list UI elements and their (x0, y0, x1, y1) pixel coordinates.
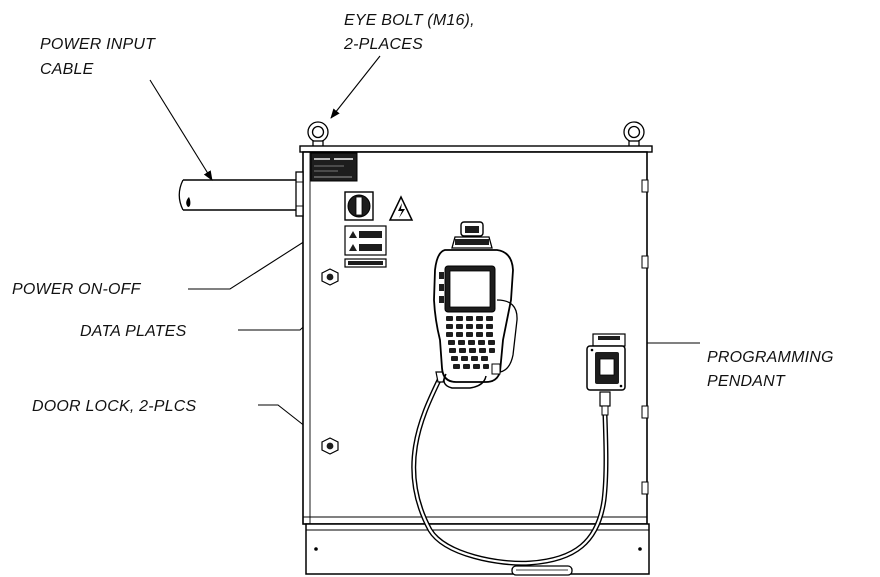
leader-power-input-cable (149, 79, 213, 181)
door-lock-lower (321, 437, 339, 455)
door-lock-upper (321, 268, 339, 286)
pendant-keypad (446, 316, 495, 369)
power-switch (344, 191, 374, 221)
leader-power-on-off (188, 219, 339, 290)
eye-bolt-left (307, 121, 329, 148)
data-plates (344, 225, 387, 268)
leader-eye-bolt (330, 55, 381, 119)
cabinet (299, 145, 653, 575)
label-power-input-cable: POWER INPUT CABLE (40, 36, 160, 78)
eye-bolt-right (623, 121, 645, 148)
high-voltage-warning-icon (388, 195, 414, 221)
label-eye-bolt-line1: EYE BOLT (M16), (344, 12, 475, 29)
label-programming-pendant-line1: PROGRAMMING (707, 349, 834, 366)
label-eye-bolt-line2: 2-PLACES (343, 36, 423, 53)
label-door-lock: DOOR LOCK, 2-PLCS (32, 398, 196, 415)
cable-gland (295, 171, 304, 217)
pendant-holder (586, 333, 626, 416)
cabinet-base (305, 523, 650, 575)
programming-pendant (433, 221, 518, 389)
label-power-input-cable-line2: CABLE (40, 61, 94, 78)
cabinet-top-cap (299, 145, 653, 153)
label-power-on-off: POWER ON-OFF (12, 281, 142, 298)
label-programming-pendant-line2: PENDANT (707, 373, 786, 390)
power-input-cable (178, 171, 304, 217)
door-hinges (641, 179, 649, 495)
top-data-plate (310, 152, 358, 182)
label-power-input-cable-line1: POWER INPUT (40, 36, 156, 53)
label-programming-pendant: PROGRAMMING PENDANT (707, 349, 838, 390)
cable-coil (511, 565, 573, 576)
label-data-plates: DATA PLATES (80, 323, 187, 340)
label-eye-bolt: EYE BOLT (M16), 2-PLACES (343, 12, 479, 53)
